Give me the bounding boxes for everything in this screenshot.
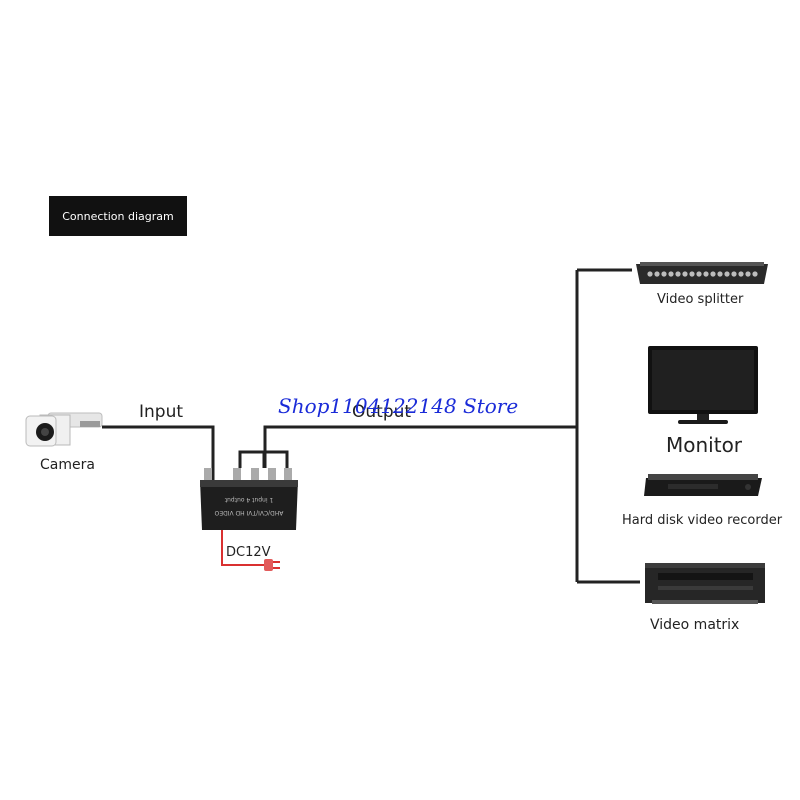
device-text-line1: AHD/CVI/TVI HD VIDEO <box>214 509 283 516</box>
power-cable <box>221 530 265 566</box>
splitter-port <box>717 271 723 277</box>
dvr-label: Hard disk video recorder <box>622 513 783 528</box>
output-label: Output <box>352 402 412 422</box>
splitter-port <box>710 271 716 277</box>
monitor-icon <box>648 346 758 424</box>
diagram-title: Connection diagram <box>49 196 187 236</box>
splitter-port <box>668 271 674 277</box>
dvr-icon <box>644 474 762 496</box>
monitor-label: Monitor <box>666 433 743 457</box>
splitter-port <box>654 271 660 277</box>
splitter-port <box>675 271 681 277</box>
splitter-port <box>703 271 709 277</box>
splitter-port <box>689 271 695 277</box>
input-cable <box>102 425 215 480</box>
splitter-port <box>682 271 688 277</box>
device-text-line2: 1 input 4 output <box>224 496 273 503</box>
splitter-port <box>752 271 758 277</box>
splitter-port <box>647 271 653 277</box>
output-cable <box>263 425 577 468</box>
splitter-port <box>661 271 667 277</box>
video-matrix-icon <box>645 563 765 604</box>
splitter-port <box>745 271 751 277</box>
splitter-port <box>731 271 737 277</box>
video-matrix-label: Video matrix <box>650 617 740 633</box>
power-plug-icon <box>264 559 280 571</box>
splitter-port <box>738 271 744 277</box>
power-label: DC12V <box>226 545 271 560</box>
video-splitter-ports <box>647 271 758 277</box>
store-watermark: Shop1104122148 Store <box>278 394 519 418</box>
video-splitter-label: Video splitter <box>657 292 744 307</box>
splitter-port <box>724 271 730 277</box>
input-label: Input <box>139 402 184 422</box>
video-distributor-icon: 1 input 4 output AHD/CVI/TVI HD VIDEO <box>200 468 298 530</box>
video-splitter-icon <box>636 262 768 284</box>
splitter-port <box>696 271 702 277</box>
camera-icon <box>25 412 103 447</box>
camera-label: Camera <box>40 457 95 473</box>
